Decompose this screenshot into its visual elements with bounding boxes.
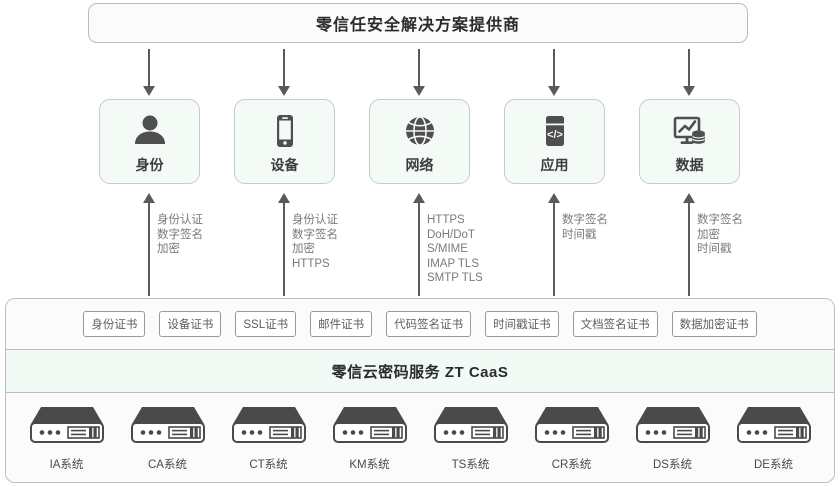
- pillar-card-label: 身份: [135, 156, 164, 173]
- system-node[interactable]: CA系统: [122, 404, 214, 472]
- system-node[interactable]: IA系统: [21, 404, 113, 472]
- protocol-item: DoH/DoT: [427, 228, 475, 241]
- arrow-up-身份: [143, 193, 155, 296]
- code-icon: </>: [535, 109, 575, 153]
- protocol-item: IMAP TLS: [427, 257, 479, 270]
- pillar-card-设备[interactable]: 设备: [234, 99, 335, 184]
- certificate-chip[interactable]: SSL证书: [235, 311, 297, 337]
- page-title: 零信任安全解决方案提供商: [315, 17, 520, 34]
- protocol-list-数据: 数字签名加密时间戳: [697, 213, 743, 257]
- arrow-down-设备: [278, 49, 290, 97]
- pillar-card-label: 网络: [405, 156, 434, 173]
- server-icon: [533, 404, 611, 451]
- server-icon: [735, 404, 813, 451]
- title-banner: 零信任安全解决方案提供商: [88, 3, 748, 43]
- protocol-item: SMTP TLS: [427, 272, 483, 284]
- protocol-item: 加密: [157, 243, 180, 255]
- protocol-item: 加密: [697, 228, 720, 241]
- pillar-card-网络[interactable]: 网络: [369, 99, 470, 184]
- certificate-chip[interactable]: 设备证书: [159, 311, 222, 337]
- database-chart-icon: [670, 109, 710, 153]
- system-node[interactable]: KM系统: [324, 404, 416, 472]
- arrow-down-网络: [413, 49, 425, 97]
- server-icon: [28, 404, 106, 451]
- system-node[interactable]: DE系统: [728, 404, 820, 472]
- server-icon: [129, 404, 207, 451]
- certificate-chip[interactable]: 代码签名证书: [386, 311, 472, 337]
- protocol-list-身份: 身份认证数字签名加密: [157, 213, 203, 257]
- protocol-item: 时间戳: [562, 228, 597, 241]
- system-label: TS系统: [451, 459, 490, 471]
- protocol-item: 数字签名: [562, 214, 608, 226]
- system-label: CT系统: [249, 459, 288, 471]
- arrow-down-应用: [548, 49, 560, 97]
- protocol-item: 加密: [292, 243, 315, 255]
- system-label: DS系统: [653, 459, 692, 471]
- pillar-card-身份[interactable]: 身份: [99, 99, 200, 184]
- system-node[interactable]: CT系统: [223, 404, 315, 472]
- protocol-item: 数字签名: [292, 228, 338, 241]
- system-label: CA系统: [148, 459, 187, 471]
- protocol-item: HTTPS: [292, 257, 330, 270]
- certificate-chip[interactable]: 邮件证书: [310, 311, 373, 337]
- protocol-item: 数字签名: [157, 228, 203, 241]
- globe-icon: [400, 109, 440, 153]
- system-label: CR系统: [551, 459, 592, 471]
- svg-text:</>: </>: [547, 129, 563, 141]
- user-icon: [130, 109, 170, 153]
- server-icon: [230, 404, 308, 451]
- system-node[interactable]: DS系统: [627, 404, 719, 472]
- certificate-chip[interactable]: 时间戳证书: [485, 311, 559, 337]
- phone-icon: [265, 109, 305, 153]
- certificate-chip[interactable]: 数据加密证书: [671, 311, 757, 337]
- certificate-chip[interactable]: 文档签名证书: [572, 311, 658, 337]
- arrow-up-设备: [278, 193, 290, 296]
- arrow-down-身份: [143, 49, 155, 97]
- protocol-item: 时间戳: [697, 243, 732, 255]
- server-icon: [634, 404, 712, 451]
- server-icon: [432, 404, 510, 451]
- protocol-item: S/MIME: [427, 243, 468, 255]
- protocol-list-应用: 数字签名时间戳: [562, 213, 608, 242]
- server-icon: [331, 404, 409, 451]
- pillar-card-label: 数据: [675, 156, 704, 173]
- pillar-card-label: 应用: [540, 156, 569, 173]
- protocol-item: 数字签名: [697, 214, 743, 226]
- protocol-item: 身份认证: [292, 214, 338, 226]
- arrow-up-数据: [683, 193, 695, 296]
- system-node[interactable]: CR系统: [526, 404, 618, 472]
- pillar-card-数据[interactable]: 数据: [639, 99, 740, 184]
- arrow-down-数据: [683, 49, 695, 97]
- caas-band: 零信云密码服务 ZT CaaS: [6, 350, 834, 393]
- certificate-chip[interactable]: 身份证书: [83, 311, 146, 337]
- arrow-up-应用: [548, 193, 560, 296]
- protocol-item: HTTPS: [427, 214, 465, 226]
- system-label: KM系统: [349, 459, 390, 471]
- system-label: DE系统: [754, 459, 793, 471]
- caas-title: 零信云密码服务 ZT CaaS: [331, 363, 509, 381]
- protocol-list-设备: 身份认证数字签名加密 HTTPS: [292, 213, 338, 271]
- arrow-up-网络: [413, 193, 425, 296]
- protocol-list-网络: HTTPS DoH/DoT S/MIME IMAP TLS SMTP TLS: [427, 213, 483, 286]
- system-band: IA系统 CA系统 CT系统 KM系统: [6, 393, 834, 482]
- platform-panel: 身份证书设备证书 SSL证书邮件证书代码签名证书时间戳证书文档签名证书数据加密证书…: [5, 298, 835, 483]
- certificate-band: 身份证书设备证书 SSL证书邮件证书代码签名证书时间戳证书文档签名证书数据加密证书: [6, 299, 834, 350]
- system-node[interactable]: TS系统: [425, 404, 517, 472]
- protocol-item: 身份认证: [157, 214, 203, 226]
- system-label: IA系统: [49, 459, 84, 471]
- pillar-card-label: 设备: [270, 156, 299, 173]
- pillar-card-应用[interactable]: </> 应用: [504, 99, 605, 184]
